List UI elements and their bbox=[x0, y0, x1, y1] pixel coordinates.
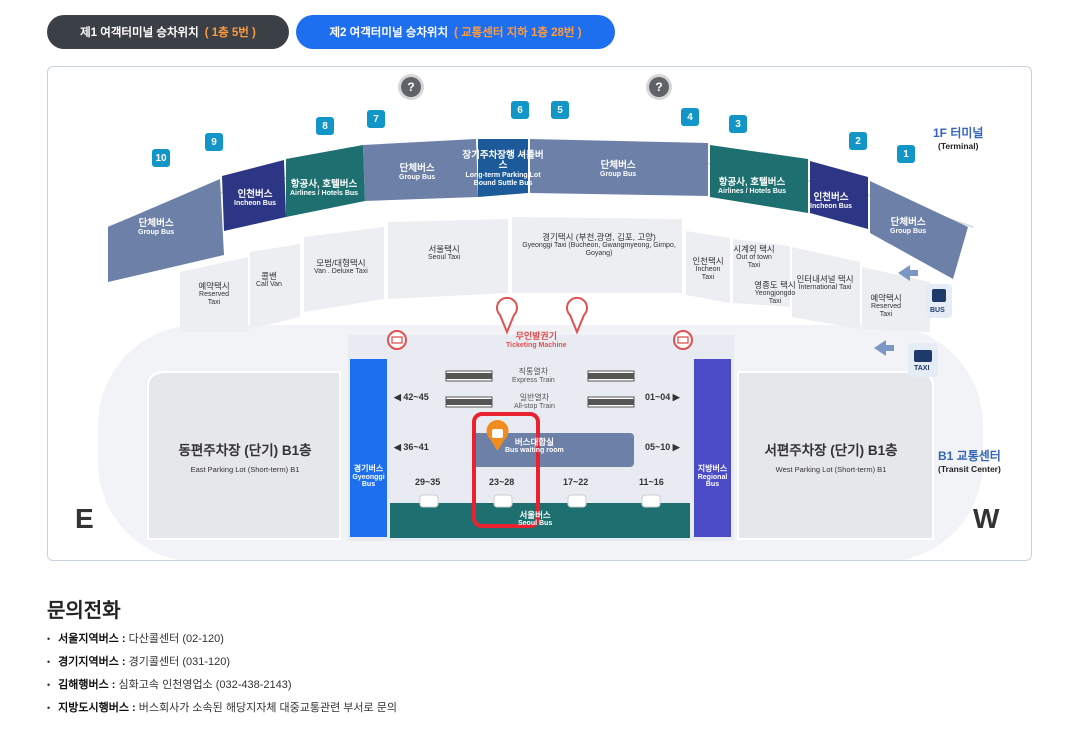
contact-item: 경기지역버스 : 경기콜센터 (031-120) bbox=[47, 651, 397, 674]
terminal-map: ? ? 10 9 8 7 6 5 4 3 2 1 1F 터미널(Terminal… bbox=[47, 66, 1032, 561]
gate-number: 4 bbox=[681, 108, 699, 126]
taxi-icon: TAXI bbox=[914, 365, 930, 372]
platform-label: 17~22 bbox=[563, 477, 589, 487]
tab-terminal-2-location: ( 교통센터 지하 1층 28번 ) bbox=[454, 27, 582, 39]
contact-item: 지방도시행버스 : 버스회사가 소속된 해당지자체 대중교통관련 부서로 문의 bbox=[47, 697, 397, 720]
tab-terminal-2[interactable]: 제2 여객터미널 승차위치 ( 교통센터 지하 1층 28번 ) bbox=[296, 15, 615, 49]
bus-icon: BUS bbox=[930, 307, 945, 314]
transit-center-label: B1 교통센터(Transit Center) bbox=[938, 449, 1001, 474]
map-graphic bbox=[98, 139, 983, 560]
gate-number: 7 bbox=[367, 110, 385, 128]
platform-range: 05~10 ▶ bbox=[645, 442, 680, 452]
platform-label: 29~35 bbox=[415, 477, 441, 487]
tab-terminal-1[interactable]: 제1 여객터미널 승차위치 ( 1층 5번 ) bbox=[47, 15, 289, 49]
gate-number: 6 bbox=[511, 101, 529, 119]
compass-west: W bbox=[973, 503, 1000, 534]
platform-label: 23~28 bbox=[489, 477, 515, 487]
contact-title: 문의전화 bbox=[47, 600, 121, 622]
contact-list: 서울지역버스 : 다산콜센터 (02-120) 경기지역버스 : 경기콜센터 (… bbox=[47, 628, 397, 720]
contact-item: 김해행버스 : 심화고속 인천영업소 (032-438-2143) bbox=[47, 674, 397, 697]
gate-number: 9 bbox=[205, 133, 223, 151]
info-marker[interactable]: ? bbox=[401, 77, 421, 97]
tab-terminal-1-label: 제1 여객터미널 승차위치 bbox=[80, 27, 199, 39]
gate-number: 2 bbox=[849, 132, 867, 150]
platform-range: ◀ 36~41 bbox=[394, 442, 429, 452]
gate-number: 5 bbox=[551, 101, 569, 119]
gate-number: 10 bbox=[152, 149, 170, 167]
platform-range: 01~04 ▶ bbox=[645, 392, 680, 402]
tab-terminal-1-location: ( 1층 5번 ) bbox=[204, 27, 256, 39]
platform-label: 11~16 bbox=[639, 477, 664, 487]
platform-range: ◀ 42~45 bbox=[394, 392, 429, 402]
terminal-label: 1F 터미널(Terminal) bbox=[933, 126, 984, 151]
info-marker[interactable]: ? bbox=[649, 77, 669, 97]
gate-number: 8 bbox=[316, 117, 334, 135]
compass-east: E bbox=[75, 503, 94, 534]
gate-number: 3 bbox=[729, 115, 747, 133]
gate-number: 1 bbox=[897, 145, 915, 163]
tab-terminal-2-label: 제2 여객터미널 승차위치 bbox=[329, 27, 449, 39]
taxi-zone-gyeonggi: 경기택시 (부천,광명, 김포, 고양)Gyeonggi Taxi (Buche… bbox=[522, 232, 676, 258]
contact-item: 서울지역버스 : 다산콜센터 (02-120) bbox=[47, 628, 397, 651]
